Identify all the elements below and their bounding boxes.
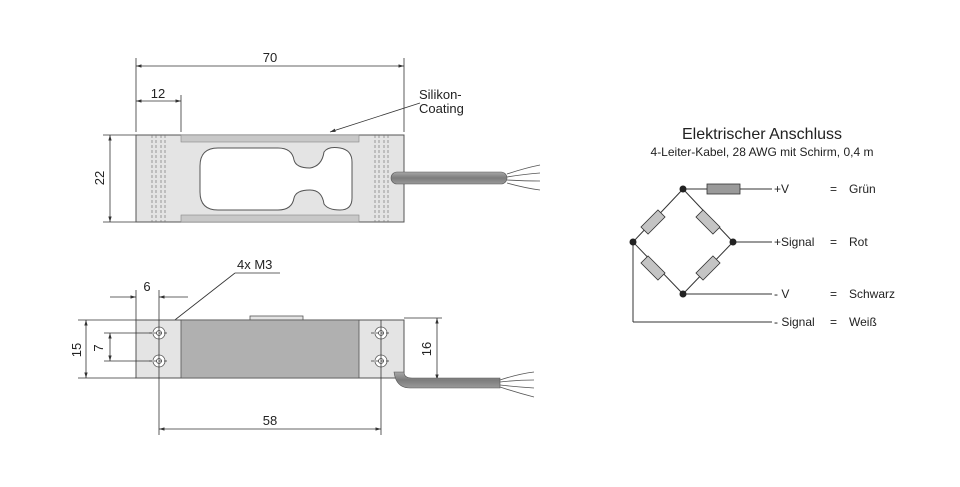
coated-section [180, 319, 360, 379]
dim-right-height-label: 16 [419, 342, 434, 356]
wire-signal-minus-v: - V [774, 287, 789, 301]
gauge-resistor [640, 209, 666, 235]
wire-color-rot: Rot [849, 235, 868, 249]
coating-strip-top [180, 134, 360, 143]
series-resistor [706, 183, 741, 195]
wire-signal-minus-signal: - Signal [774, 315, 815, 329]
top-view: 70 12 22 Silikon- Coating [92, 50, 541, 223]
coating-label-line1: Silikon- [419, 87, 462, 102]
coating-strip-bottom [180, 214, 360, 223]
hidden-lines-right [374, 135, 389, 222]
wire-color-gruen: Grün [849, 182, 876, 196]
thread-label: 4x M3 [237, 257, 272, 272]
dim-hole-distance-label: 58 [263, 413, 277, 428]
connection-title: Elektrischer Anschluss [682, 126, 842, 143]
cable-bottom [393, 371, 501, 389]
cable-wires-bottom [499, 371, 535, 398]
gauge-resistor [695, 255, 721, 281]
bridge-node [629, 238, 637, 246]
bridge-node [679, 185, 687, 193]
cable-top [390, 171, 508, 185]
wire-eq: = [830, 182, 837, 196]
wire-eq: = [830, 315, 837, 329]
bridge-node [729, 238, 737, 246]
electrical-connection: Elektrischer Anschluss 4-Leiter-Kabel, 2… [629, 126, 895, 329]
gauge-resistor [640, 255, 666, 281]
hidden-lines-left [151, 135, 166, 222]
dim-hole-spacing-label: 7 [91, 344, 106, 351]
bottom-view: 6 4x M3 [69, 257, 535, 435]
dim-height-label: 22 [92, 171, 107, 185]
wire-color-weiss: Weiß [849, 315, 877, 329]
dim-hole-offset-label: 6 [143, 279, 150, 294]
wire-eq: = [830, 235, 837, 249]
wire-signal-plus-v: +V [774, 182, 789, 196]
dim-offset-label: 12 [151, 86, 165, 101]
bridge-node [679, 290, 687, 298]
connection-subtitle: 4-Leiter-Kabel, 28 AWG mit Schirm, 0,4 m [651, 145, 874, 159]
coating-leader [329, 102, 421, 133]
cable-wires-top [506, 164, 541, 191]
wire-eq: = [830, 287, 837, 301]
coating-label-line2: Coating [419, 101, 464, 116]
wire-color-schwarz: Schwarz [849, 287, 895, 301]
dumbbell-cutout [199, 147, 353, 211]
dim-outer-height-label: 15 [69, 343, 84, 357]
gauge-resistor [695, 209, 721, 235]
dim-length-label: 70 [263, 50, 277, 65]
top-tab [249, 315, 304, 321]
wire-signal-plus-signal: +Signal [774, 235, 814, 249]
wheatstone-bridge [632, 188, 772, 323]
